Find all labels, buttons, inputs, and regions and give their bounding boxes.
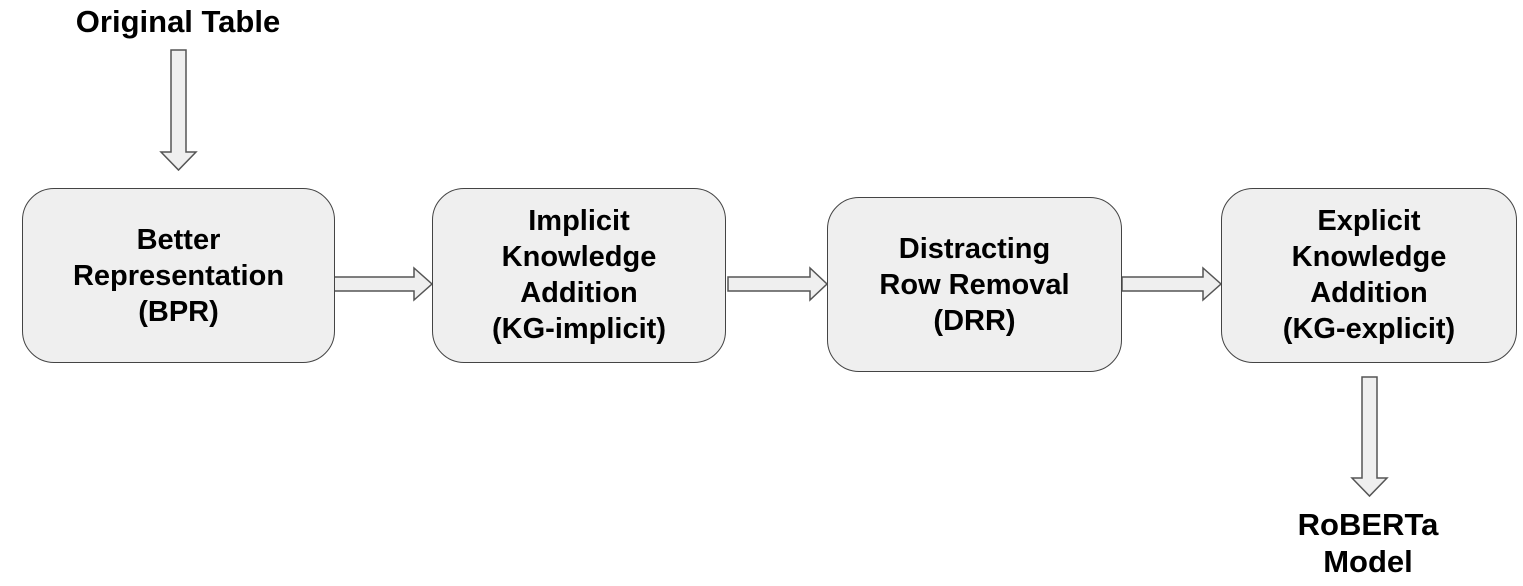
arrow-input-to-bpr <box>159 49 198 172</box>
arrow-kge-to-output <box>1350 376 1389 498</box>
arrow-kgi-to-drr <box>727 266 829 302</box>
input-label: Original Table <box>75 4 281 39</box>
stage-drr-label: Distracting Row Removal (DRR) <box>879 232 1070 337</box>
arrow-drr-to-kge <box>1121 266 1223 302</box>
stage-bpr-label: Better Representation (BPR) <box>72 223 285 328</box>
stage-kg-implicit-box: Implicit Knowledge Addition (KG-implicit… <box>432 188 726 363</box>
stage-kg-implicit-label: Implicit Knowledge Addition (KG-implicit… <box>492 204 666 345</box>
stage-bpr-box: Better Representation (BPR) <box>22 188 335 363</box>
output-label: RoBERTa Model <box>1297 507 1439 579</box>
stage-kg-explicit-label: Explicit Knowledge Addition (KG-explicit… <box>1282 204 1456 345</box>
stage-drr-box: Distracting Row Removal (DRR) <box>827 197 1122 372</box>
arrow-bpr-to-kgi <box>333 266 434 302</box>
stage-kg-explicit-box: Explicit Knowledge Addition (KG-explicit… <box>1221 188 1517 363</box>
